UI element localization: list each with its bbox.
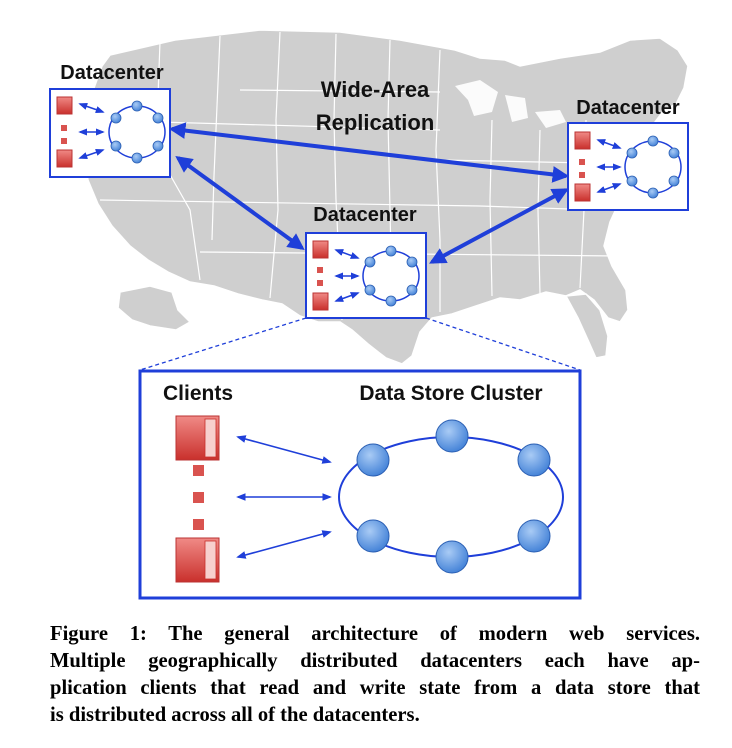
florida	[564, 293, 609, 359]
datacenter-east-clients	[574, 131, 591, 202]
detail-clients	[175, 415, 220, 583]
datacenter-west-arrows	[78, 102, 105, 160]
replication-arrow-west-east	[168, 122, 570, 183]
datacenter-south-clients	[312, 240, 329, 311]
client-server-top	[175, 415, 220, 461]
caption-line: is distributed across all of the datacen…	[50, 704, 420, 726]
datacenter-west-cluster	[108, 100, 166, 164]
detail-arrows	[236, 435, 332, 559]
cluster-node	[517, 519, 551, 553]
replication-label-line2: Replication	[316, 110, 435, 135]
datacenter-west: Datacenter	[49, 62, 171, 178]
cluster-node	[517, 443, 551, 477]
clients-label: Clients	[163, 382, 233, 405]
replication-arrow-west-south	[175, 156, 305, 250]
cluster-node	[356, 443, 390, 477]
datacenter-west-label: Datacenter	[60, 62, 164, 84]
caption-line: Multiple geographically distributed data…	[50, 650, 700, 672]
great-lakes	[455, 80, 566, 128]
cluster-node	[435, 419, 469, 453]
replication-arrow-south-east	[429, 188, 569, 264]
alaska	[117, 285, 192, 331]
datacenter-south-label: Datacenter	[313, 204, 417, 226]
datacenter-east-label: Datacenter	[576, 97, 680, 119]
cluster-node	[435, 540, 469, 574]
detail-cluster	[338, 419, 564, 574]
datacenter-south: Datacenter	[305, 204, 427, 319]
caption-line: plication clients that read and write st…	[50, 677, 700, 699]
datacenter-west-clients	[56, 96, 73, 168]
zoom-lines	[139, 317, 581, 371]
cluster-label: Data Store Cluster	[359, 382, 542, 405]
cluster-node	[356, 519, 390, 553]
client-dot	[193, 492, 204, 503]
datacenter-detail: Clients Data Store Cluster	[138, 369, 582, 600]
client-server-bottom	[175, 537, 220, 583]
caption-line: Figure 1: The general architecture of mo…	[50, 623, 700, 645]
replication-label-line1: Wide-Area	[321, 77, 430, 102]
client-dot	[193, 465, 204, 476]
wide-area-replication-arrows	[168, 122, 570, 264]
datacenter-east: Datacenter	[567, 97, 689, 211]
datacenter-east-arrows	[596, 139, 622, 193]
client-dot	[193, 519, 204, 530]
architecture-diagram: Wide-Area Replication Datacenter Datacen	[49, 29, 689, 600]
datacenter-south-cluster	[362, 245, 420, 307]
datacenter-east-cluster	[624, 135, 682, 199]
datacenter-south-arrows	[334, 249, 360, 302]
figure-caption: Figure 1: The general architecture of mo…	[50, 621, 700, 729]
